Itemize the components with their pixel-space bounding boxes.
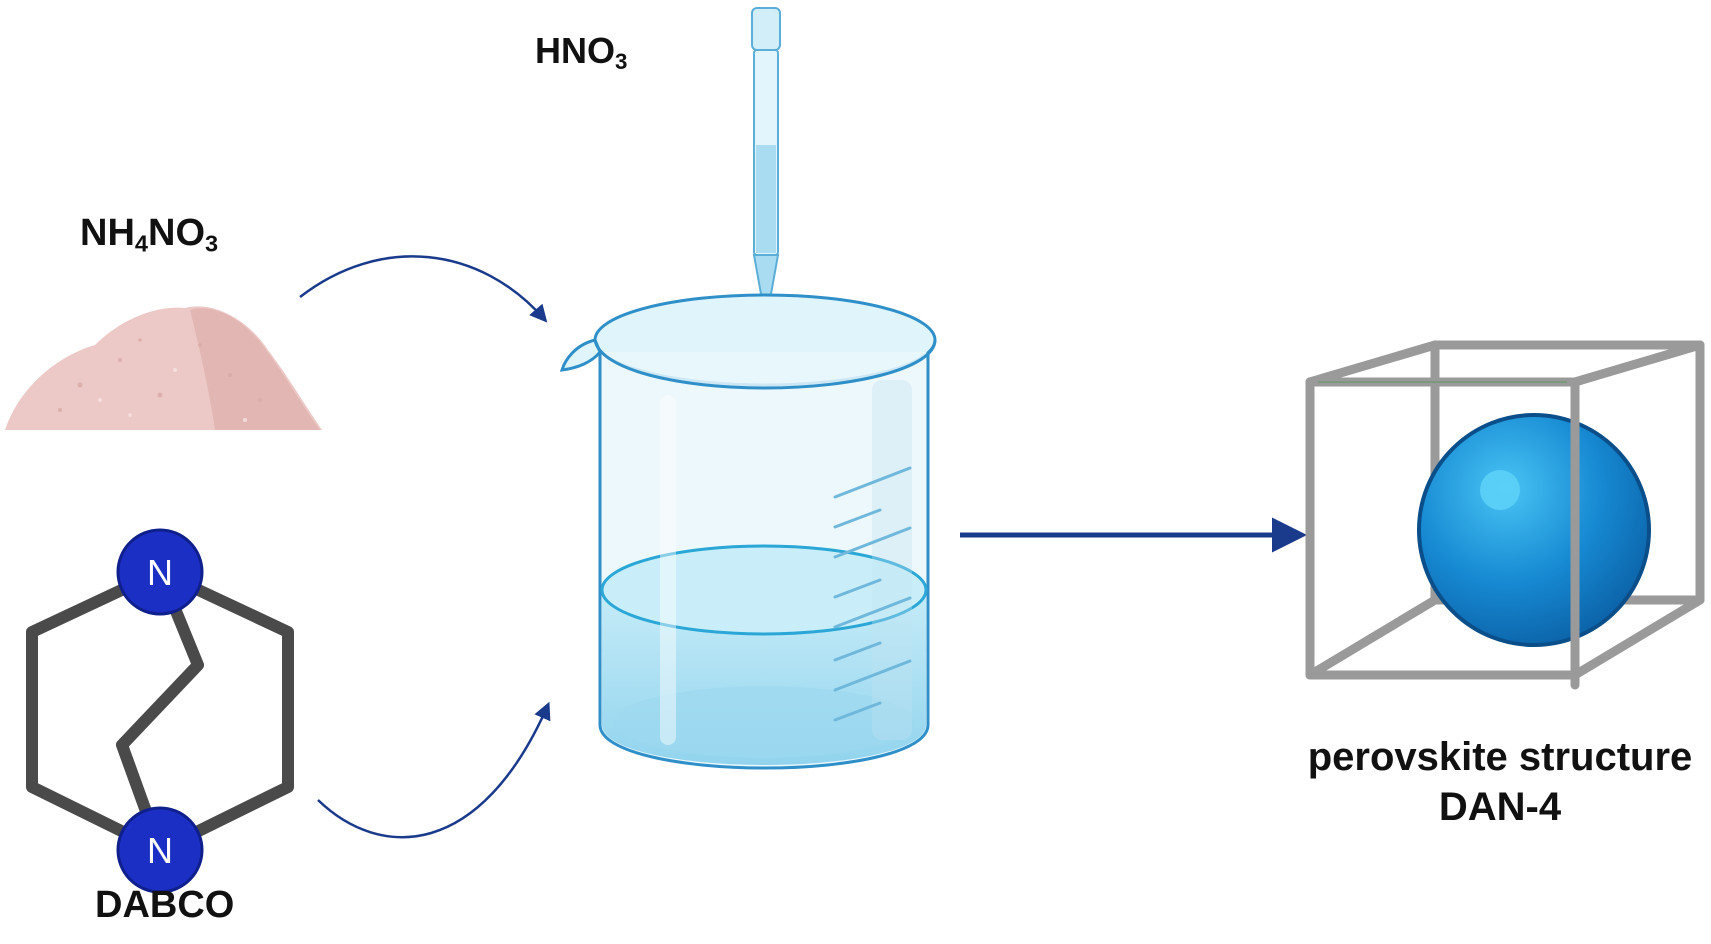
pipette — [751, 7, 781, 308]
atom-label-upper: N — [147, 552, 173, 593]
atom-label-lower: N — [147, 830, 173, 871]
arrow-dabco-to-beaker — [317, 701, 551, 839]
product-label: perovskite structure DAN-4 — [1290, 732, 1710, 832]
dabco-label: DABCO — [95, 884, 235, 926]
a-site-sphere — [1417, 413, 1651, 647]
nh4no3-label: NH4NO3 — [80, 212, 219, 257]
dabco-molecule: N N — [26, 528, 294, 894]
beaker — [559, 293, 937, 770]
product-label-line1: perovskite structure — [1307, 735, 1693, 779]
arrow-powder-to-beaker — [299, 255, 548, 323]
product-label-line2: DAN-4 — [1438, 785, 1562, 829]
cube-frame-back — [1305, 340, 1705, 680]
dabco-bonds — [26, 566, 294, 856]
nitrogen-atom-upper: N — [116, 528, 204, 616]
perovskite-structure — [1305, 340, 1705, 690]
ammonium-nitrate-powder — [5, 306, 322, 430]
graduation-marks — [833, 466, 912, 722]
nitrogen-atom-lower: N — [116, 806, 204, 894]
hno3-label: HNO3 — [535, 30, 628, 75]
